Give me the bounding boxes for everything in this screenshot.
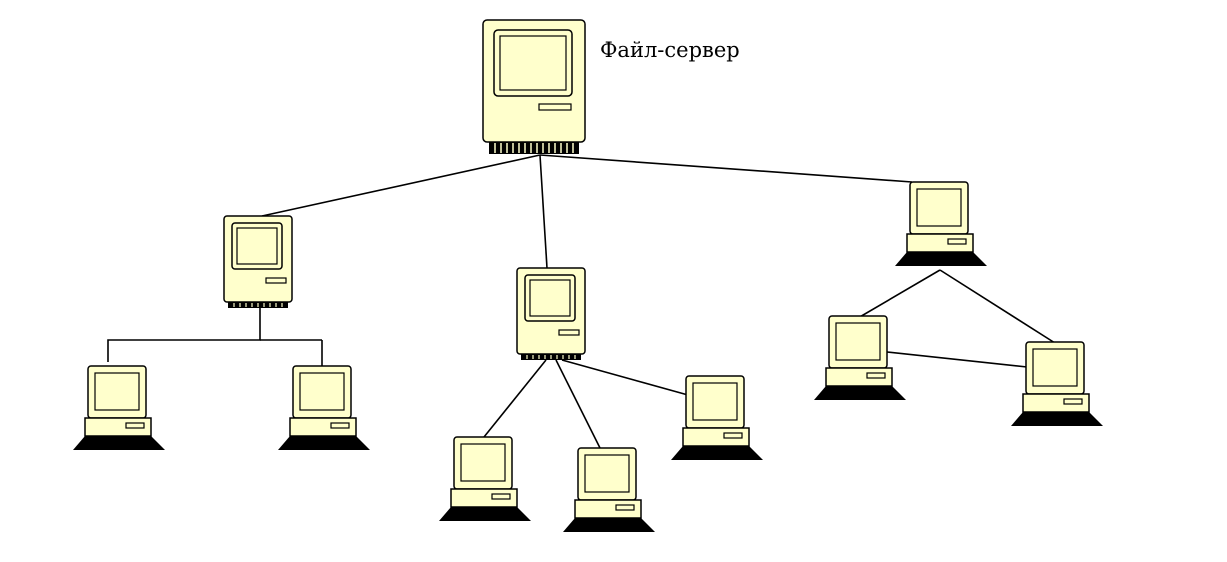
hub-left — [223, 215, 293, 309]
link-hub-center-workstation-center-1 — [483, 359, 547, 438]
workstation-right-1 — [813, 315, 907, 401]
link-server-hub-left — [261, 154, 541, 217]
workstation-center-1 — [438, 436, 532, 522]
desktop-pc-icon — [562, 447, 656, 533]
workstation-left-2 — [277, 365, 371, 451]
file-server — [482, 19, 586, 154]
link-hub-center-workstation-center-2 — [555, 359, 601, 449]
workstation-left-1 — [72, 365, 166, 451]
link-server-hub-center — [539, 154, 548, 269]
link-right-top-workstation-right-2 — [939, 269, 1056, 344]
workstation-center-3 — [670, 375, 764, 461]
workstation-center-2 — [562, 447, 656, 533]
desktop-pc-icon — [894, 181, 988, 267]
link-right-1-right-2 — [886, 351, 1028, 368]
desktop-pc-icon — [670, 375, 764, 461]
file-server-label: Файл-сервер — [600, 38, 740, 62]
link-right-top-workstation-right-1 — [857, 269, 941, 319]
hub-center — [516, 267, 586, 361]
mac-computer-icon — [516, 267, 586, 361]
workstation-right-2 — [1010, 341, 1104, 427]
link-hub-left-workstations — [107, 308, 261, 362]
desktop-pc-icon — [1010, 341, 1104, 427]
desktop-pc-icon — [72, 365, 166, 451]
desktop-pc-icon — [438, 436, 532, 522]
workstation-right-top — [894, 181, 988, 267]
desktop-pc-icon — [277, 365, 371, 451]
mac-computer-icon — [223, 215, 293, 309]
link-hub-center-workstation-center-3 — [561, 359, 689, 396]
desktop-pc-icon — [813, 315, 907, 401]
link-server-workstation-right-top — [539, 154, 913, 183]
network-links — [107, 154, 1056, 449]
